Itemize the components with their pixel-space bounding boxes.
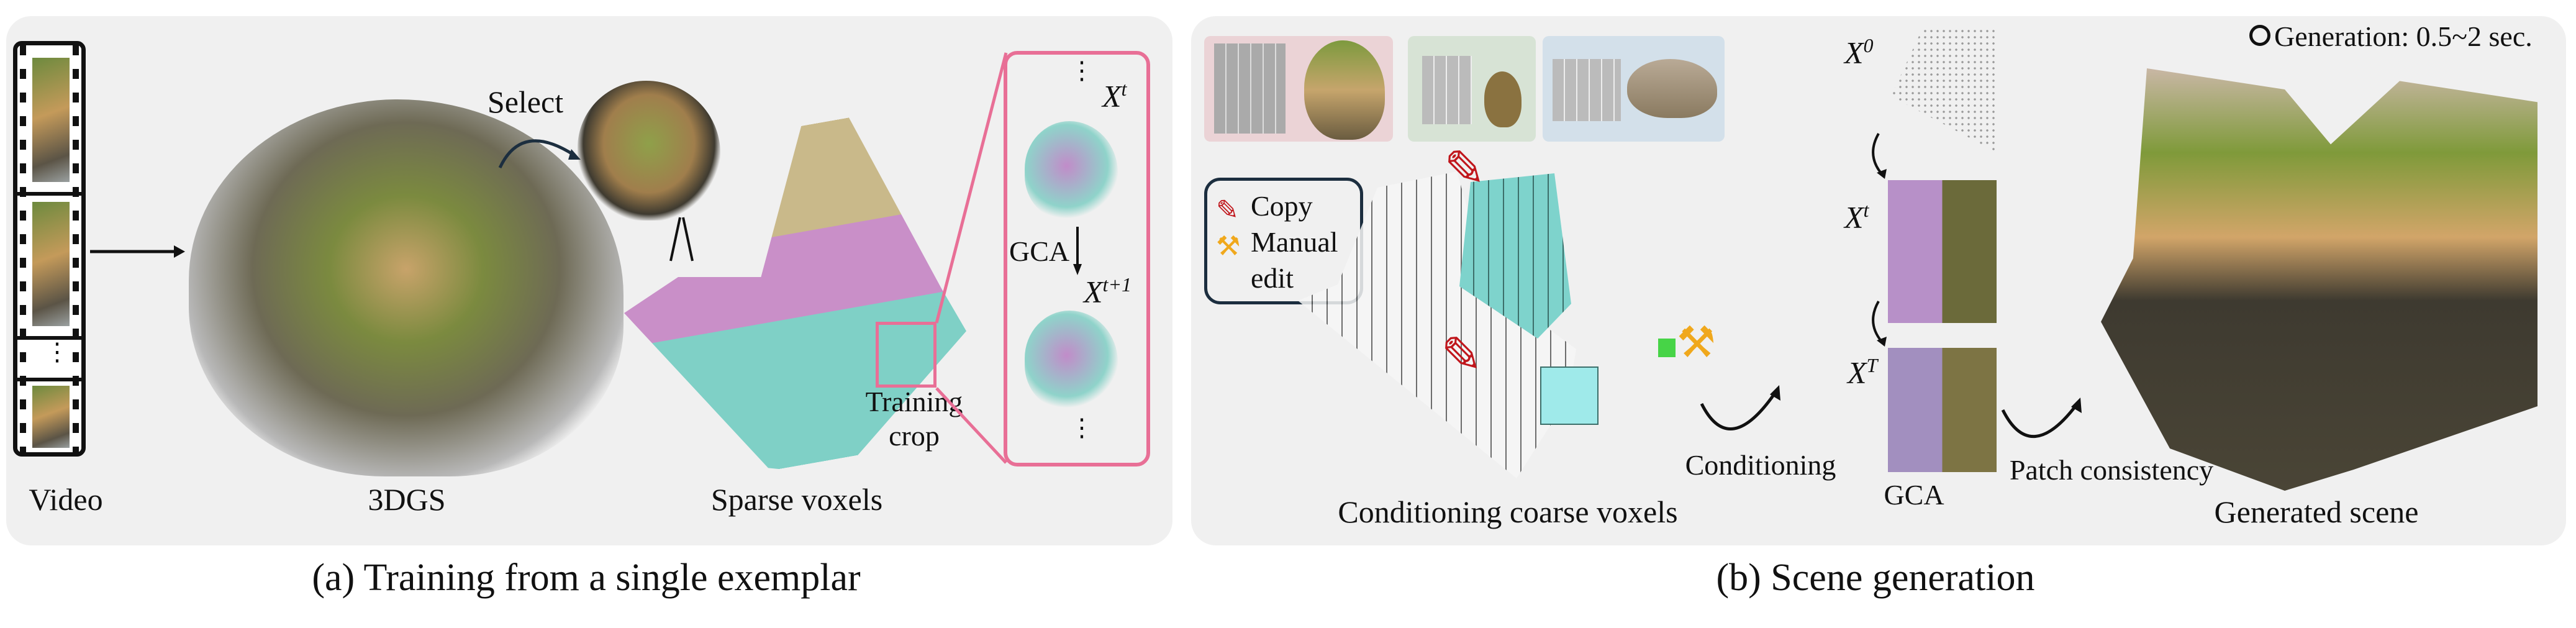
- hammer-icon: ⚒: [1677, 319, 1716, 367]
- conditioning-arrow: [1700, 385, 1780, 430]
- waterfall-voxels-thumb: [1214, 43, 1286, 134]
- patch-consistency-label: Patch consistency: [2009, 454, 2214, 486]
- edit-legend: ✎ Copy ⚒ Manual edit: [1204, 178, 1363, 304]
- rock-voxels-thumb: [1422, 56, 1472, 124]
- generation-time-label: Generation: 0.5~2 sec.: [2274, 20, 2533, 52]
- voxel-state-xt1: [1025, 311, 1118, 410]
- stone-voxels-thumb: [1553, 59, 1621, 121]
- xt-label-b: Xt: [1844, 199, 1869, 235]
- generated-scene-image: [2101, 68, 2537, 491]
- legend-copy: Copy: [1251, 190, 1313, 222]
- legend-edit: edit: [1251, 262, 1294, 294]
- training-crop-label-2: crop: [889, 420, 940, 452]
- select-arrow: [498, 139, 581, 169]
- select-label: Select: [487, 84, 564, 119]
- rock-thumb: [1484, 71, 1522, 127]
- voxel-state-xT: [1888, 348, 1997, 472]
- training-crop-label-1: Training: [865, 386, 963, 417]
- copy-brush-icon: ✎: [1441, 329, 1483, 383]
- voxel-state-xt-b: [1888, 180, 1997, 323]
- gca-down-arrow: [1073, 227, 1082, 275]
- sparse-voxels-label: Sparse voxels: [710, 482, 883, 517]
- video-label: Video: [29, 482, 103, 517]
- selected-crop-image: [578, 81, 720, 221]
- green-edited-voxel: [1658, 339, 1676, 357]
- patch-consistency-arrow: [2001, 398, 2082, 438]
- clock-icon: [2249, 25, 2270, 46]
- teal-copied-voxels: [1540, 366, 1599, 425]
- xT-label: XT: [1848, 354, 1878, 390]
- ellipsis: ⋮: [1069, 414, 1094, 442]
- voxel-state-xt: [1025, 121, 1118, 221]
- gca-label-b: GCA: [1884, 479, 1944, 511]
- training-crop-box: [876, 322, 937, 388]
- copy-brush-icon: ✎: [1216, 195, 1239, 225]
- coarse-voxels-label: Conditioning coarse voxels: [1338, 494, 1678, 529]
- conditioning-label: Conditioning: [1685, 449, 1836, 481]
- copy-brush-icon: ✎: [1444, 142, 1486, 197]
- video-filmstrip: ⋮: [13, 41, 86, 457]
- generated-scene-label: Generated scene: [2214, 494, 2419, 529]
- video-frame: [32, 202, 70, 326]
- ellipsis: ⋮: [1069, 57, 1094, 84]
- bidirectional-arrows: [669, 217, 694, 262]
- caption-a: (a) Training from a single exemplar: [312, 557, 861, 599]
- legend-manual: Manual: [1251, 226, 1338, 258]
- step-arrow: [1872, 301, 1887, 347]
- stone-thumb: [1627, 59, 1717, 118]
- 3dgs-scene-image: [189, 99, 624, 476]
- gca-step-label: GCA: [1009, 235, 1070, 267]
- waterfall-thumb: [1304, 40, 1385, 140]
- caption-b: (b) Scene generation: [1716, 557, 2035, 599]
- xt-label: Xt: [1102, 78, 1127, 114]
- video-frame: [32, 58, 70, 182]
- ellipsis: ⋮: [45, 338, 70, 366]
- xt1-label: Xt+1: [1084, 273, 1132, 309]
- x0-label: X0: [1844, 34, 1874, 70]
- video-frame: [32, 386, 70, 448]
- 3dgs-label: 3DGS: [368, 482, 446, 517]
- arrow-video-to-3dgs: [90, 245, 185, 258]
- zoom-connector-lines: [935, 52, 1008, 464]
- hammer-icon: ⚒: [1216, 231, 1241, 262]
- step-arrow: [1872, 133, 1887, 179]
